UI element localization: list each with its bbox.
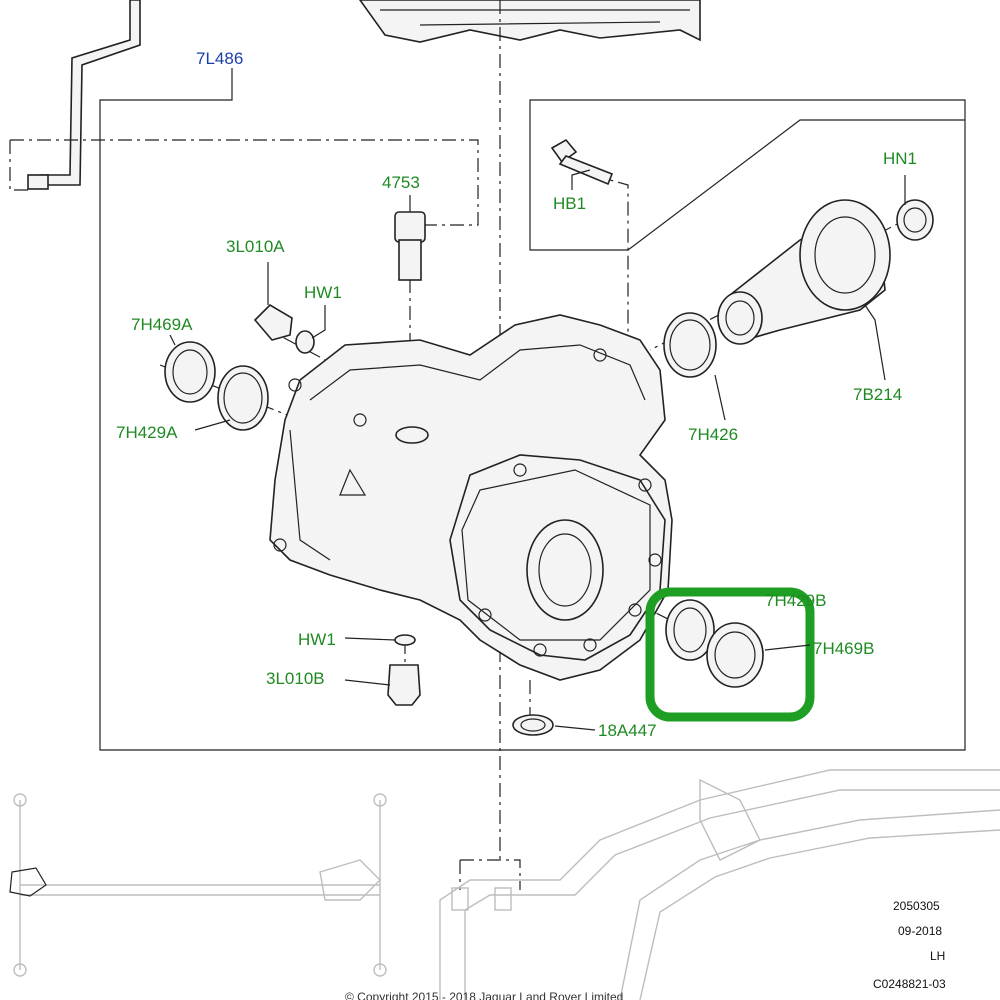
label-HN1: HN1	[883, 149, 917, 168]
ref-number: 2050305	[893, 899, 940, 913]
breather-pipe	[27, 0, 141, 190]
seal-7H426	[663, 312, 717, 378]
drawing-id: C0248821-03	[873, 977, 946, 991]
plug-3L010A-part	[253, 303, 293, 341]
label-4753: 4753	[382, 173, 420, 192]
seal-7H429A	[217, 365, 269, 431]
label-7H429B: 7H429B	[765, 591, 826, 610]
side-indicator: LH	[930, 949, 945, 963]
label-7H429A: 7H429A	[116, 423, 178, 442]
seal-7H429B	[665, 599, 715, 661]
label-HW1-bottom: HW1	[298, 630, 336, 649]
highlight-box	[645, 587, 815, 722]
label-7H469A: 7H469A	[131, 315, 193, 334]
label-7H426: 7H426	[688, 425, 738, 444]
label-7B214: 7B214	[853, 385, 902, 404]
washer-HW1-bottom	[394, 634, 416, 646]
copyright-notice: © Copyright 2015 - 2018 Jaguar Land Rove…	[345, 990, 623, 1000]
label-3L010B: 3L010B	[266, 669, 325, 688]
bolt-HB1-part	[550, 138, 614, 186]
transfer-case-housing	[269, 314, 673, 681]
seal-18A447	[512, 714, 554, 736]
seal-7H469A	[164, 341, 216, 403]
sensor-4753-part	[394, 211, 426, 281]
leader-lines	[169, 169, 906, 731]
label-HB1: HB1	[553, 194, 586, 213]
label-3L010A: 3L010A	[226, 237, 285, 256]
output-flange-part	[717, 199, 891, 345]
washer-HW1-top	[295, 330, 315, 354]
seal-7H469B	[706, 622, 764, 688]
context-pipes	[439, 769, 1000, 1000]
seal-HN1	[896, 199, 934, 241]
drawing-date: 09-2018	[898, 924, 942, 938]
label-HW1-top: HW1	[304, 283, 342, 302]
top-component-outline	[359, 0, 701, 43]
plug-3L010B-part	[387, 664, 421, 706]
label-18A447: 18A447	[598, 721, 657, 740]
label-7H469B: 7H469B	[813, 639, 874, 658]
assembly-frame	[99, 68, 966, 751]
context-chassis	[9, 793, 387, 977]
assembly-label: 7L486	[196, 49, 243, 68]
